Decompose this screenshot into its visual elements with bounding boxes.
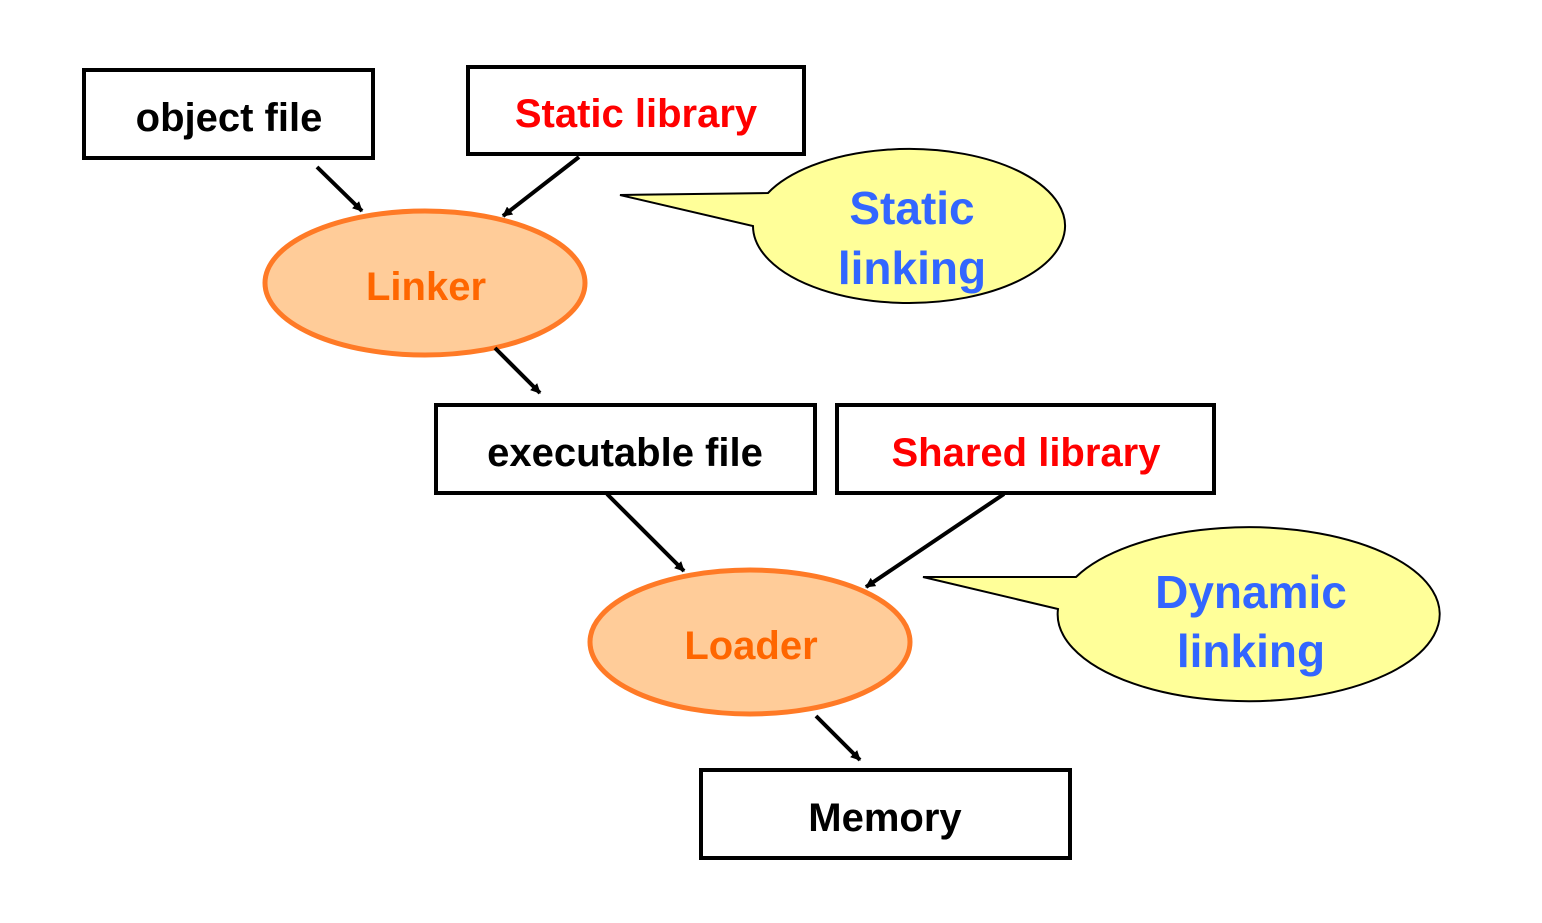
dynamic-linking-line1: Dynamic — [1155, 566, 1347, 618]
shared-library-label: Shared library — [891, 431, 1161, 475]
executable-file-label: executable file — [487, 431, 763, 475]
linker-ellipse: Linker — [262, 208, 588, 358]
executable-file-box: executable file — [434, 403, 817, 495]
static-library-label: Static library — [515, 92, 758, 136]
loader-ellipse: Loader — [587, 567, 913, 717]
object-file-box: object file — [82, 68, 375, 160]
loader-label: Loader — [684, 624, 817, 668]
dynamic-linking-callout: Dynamic linking — [922, 526, 1441, 703]
arrow-executable-to-loader — [605, 492, 686, 573]
static-linking-callout: Static linking — [619, 147, 1066, 304]
memory-label: Memory — [808, 796, 962, 840]
arrow-object-file-to-linker — [315, 165, 364, 213]
static-library-box: Static library — [466, 65, 806, 156]
static-linking-line1: Static — [849, 182, 974, 234]
arrow-shared-library-to-loader — [864, 492, 1006, 589]
memory-box: Memory — [699, 768, 1072, 860]
arrow-static-library-to-linker — [501, 155, 581, 218]
arrow-loader-to-memory — [814, 714, 862, 762]
static-linking-line2: linking — [838, 242, 986, 294]
shared-library-box: Shared library — [835, 403, 1216, 495]
object-file-label: object file — [136, 96, 323, 140]
linker-label: Linker — [366, 265, 486, 309]
arrow-linker-to-executable — [493, 346, 542, 395]
dynamic-linking-line2: linking — [1177, 625, 1325, 677]
